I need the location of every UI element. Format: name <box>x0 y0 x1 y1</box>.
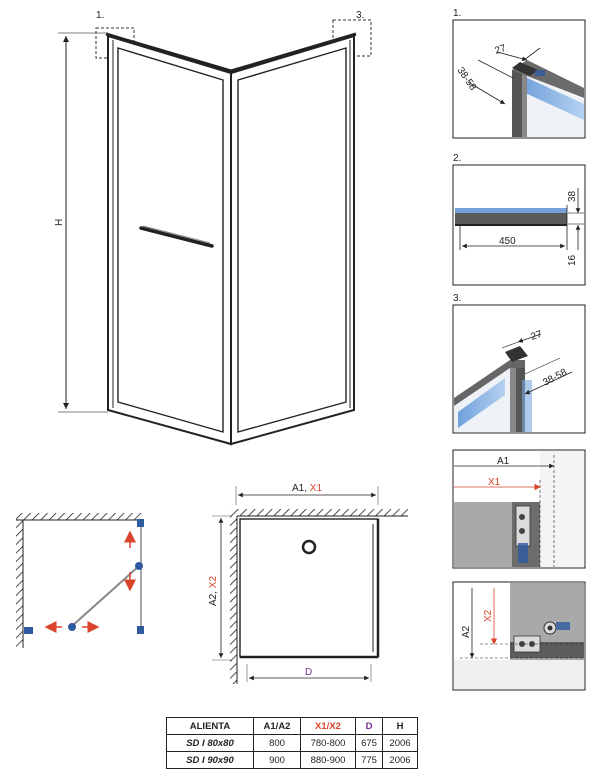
height-label: H <box>54 219 65 226</box>
dimensions-table: ALIENTA A1/A2 X1/X2 D H SD I 80x80 800 7… <box>166 717 418 769</box>
door-panel-left-inner <box>117 47 224 433</box>
top-view-plan: A1, X1 A2, X2 D <box>208 483 408 684</box>
plan-d-label: D <box>305 667 312 678</box>
detail-1-width: 27 <box>494 43 508 57</box>
detail-5: A2 X2 <box>452 581 586 691</box>
detail-3-width: 27 <box>530 329 544 343</box>
detail-5-a2-label: A2 <box>461 625 472 638</box>
detail-2-thickness-16: 16 <box>567 254 578 266</box>
table-header-row: ALIENTA A1/A2 X1/X2 D H <box>166 717 418 735</box>
door-handle <box>139 226 214 248</box>
col-header-model: ALIENTA <box>166 717 254 735</box>
cell-x1x2: 880-900 <box>300 751 356 769</box>
plan-a1-label: A1, X1 <box>292 483 322 494</box>
table-row: SD I 80x80 800 780-800 675 2006 <box>166 734 418 752</box>
plan-a2-label: A2, X2 <box>208 576 219 606</box>
detail-2-length: 450 <box>499 236 516 247</box>
shower-tray <box>239 518 379 658</box>
cell-model: SD I 80x80 <box>166 734 254 752</box>
door-panel-left <box>107 34 232 446</box>
detail-1: 1. 27 38-58 <box>452 8 586 139</box>
detail-5-x2-label: X2 <box>483 609 494 622</box>
detail-4-x1-label: X1 <box>488 477 501 488</box>
col-header-a1a2: A1/A2 <box>253 717 301 735</box>
cell-x1x2: 780-800 <box>300 734 356 752</box>
pivot-bottom <box>68 623 76 631</box>
cell-d: 675 <box>355 734 383 752</box>
detail-2-label: 2. <box>453 153 461 164</box>
swing-door-leaf <box>71 565 140 627</box>
cell-h: 2006 <box>382 734 418 752</box>
door-swing-plan <box>16 513 144 648</box>
cell-a1a2: 800 <box>253 734 301 752</box>
cell-d: 775 <box>355 751 383 769</box>
cell-h: 2006 <box>382 751 418 769</box>
pivot-top <box>135 562 143 570</box>
col-header-d: D <box>355 717 383 735</box>
detail-4: A1 X1 <box>452 449 586 569</box>
callout-label-3: 3. <box>356 10 364 21</box>
door-panel-right-inner <box>237 47 347 433</box>
detail-3: 3. 27 38-58 <box>452 293 586 434</box>
callout-label-1: 1. <box>96 10 104 21</box>
detail-3-label: 3. <box>453 293 461 304</box>
cell-a1a2: 900 <box>253 751 301 769</box>
col-header-x1x2: X1/X2 <box>300 717 356 735</box>
drain <box>301 539 317 555</box>
col-header-h: H <box>382 717 418 735</box>
detail-2-thickness-38: 38 <box>567 190 578 202</box>
detail-4-a1-label: A1 <box>497 456 510 467</box>
detail-2: 2. 450 38 16 <box>452 153 586 286</box>
detail-1-label: 1. <box>453 8 461 19</box>
enclosure-perspective: 1. 3. 2. H <box>54 10 372 446</box>
cell-model: SD I 90x90 <box>166 751 254 769</box>
door-panel-right <box>230 34 355 446</box>
table-row: SD I 90x90 900 880-900 775 2006 <box>166 751 418 769</box>
